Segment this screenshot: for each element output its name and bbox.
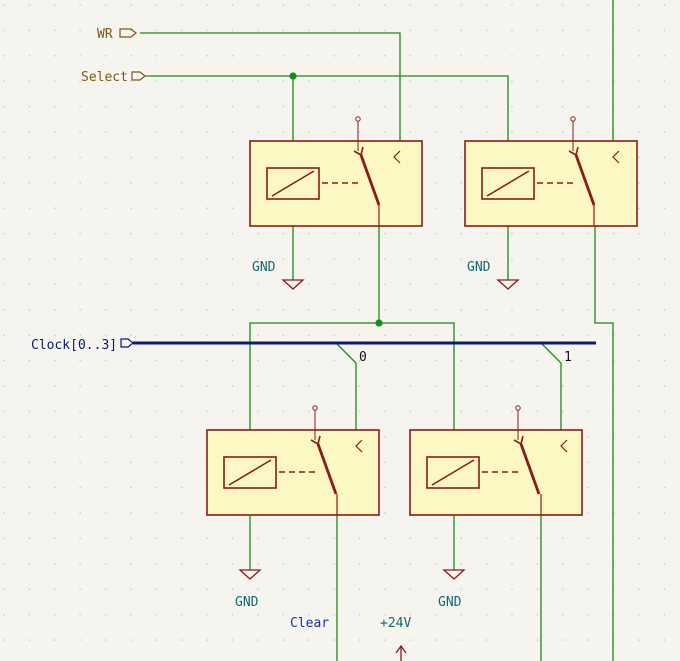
relay-bottom-left[interactable] — [206, 405, 380, 516]
wire-distribution[interactable] — [249, 322, 455, 440]
supply-label: +24V — [380, 616, 411, 631]
relay-switch-icon — [316, 443, 338, 495]
gnd-bottom-right[interactable]: GND — [438, 569, 466, 610]
gnd-label: GND — [467, 260, 491, 275]
gnd-label: GND — [252, 260, 276, 275]
ground-icon — [496, 279, 520, 290]
bus-entry-0-label: 0 — [359, 350, 367, 365]
port-select-flag-icon — [131, 71, 146, 81]
wire-select[interactable] — [145, 75, 509, 150]
port-wr-flag-icon — [119, 28, 137, 38]
relay-bottom-right[interactable] — [409, 405, 583, 516]
relay-top-left[interactable] — [249, 116, 423, 227]
gnd-bottom-left[interactable]: GND — [235, 569, 262, 610]
power-supply[interactable]: +24V — [380, 616, 411, 661]
clock-bus-flag-icon — [120, 338, 134, 348]
wire-bus-entry-1[interactable] — [540, 342, 562, 440]
wire-wr[interactable] — [140, 32, 401, 150]
relay-coil-icon — [481, 167, 535, 200]
net-clear-label: Clear — [290, 616, 329, 631]
bus-entry-1-label: 1 — [564, 350, 572, 365]
relay-switch-icon — [574, 154, 596, 206]
junction-select — [289, 72, 297, 80]
gnd-label: GND — [438, 595, 462, 610]
relay-switch-icon — [519, 443, 541, 495]
ground-icon — [442, 569, 466, 580]
gnd-top-right[interactable]: GND — [467, 260, 520, 290]
port-clock-bus[interactable]: Clock[0..3] — [31, 338, 134, 353]
relay-coil-icon — [426, 456, 480, 489]
gnd-top-left[interactable]: GND — [252, 260, 305, 290]
port-wr-label: WR — [97, 27, 113, 42]
wires — [140, 0, 614, 661]
ground-icon — [281, 279, 305, 290]
wire-bus-entry-0[interactable] — [335, 342, 357, 440]
port-wr[interactable]: WR — [97, 27, 137, 42]
relay-switch-icon — [359, 154, 381, 206]
port-select-label: Select — [81, 70, 128, 85]
port-select[interactable]: Select — [81, 70, 146, 85]
relay-coil-icon — [266, 167, 320, 200]
junction-distribution — [375, 319, 383, 327]
gnd-label: GND — [235, 595, 259, 610]
relay-coil-icon — [223, 456, 277, 489]
wire-right-edge-lower[interactable] — [594, 210, 614, 661]
relay-top-right[interactable] — [464, 116, 638, 227]
clock-bus-label: Clock[0..3] — [31, 338, 117, 353]
ground-icon — [238, 569, 262, 580]
